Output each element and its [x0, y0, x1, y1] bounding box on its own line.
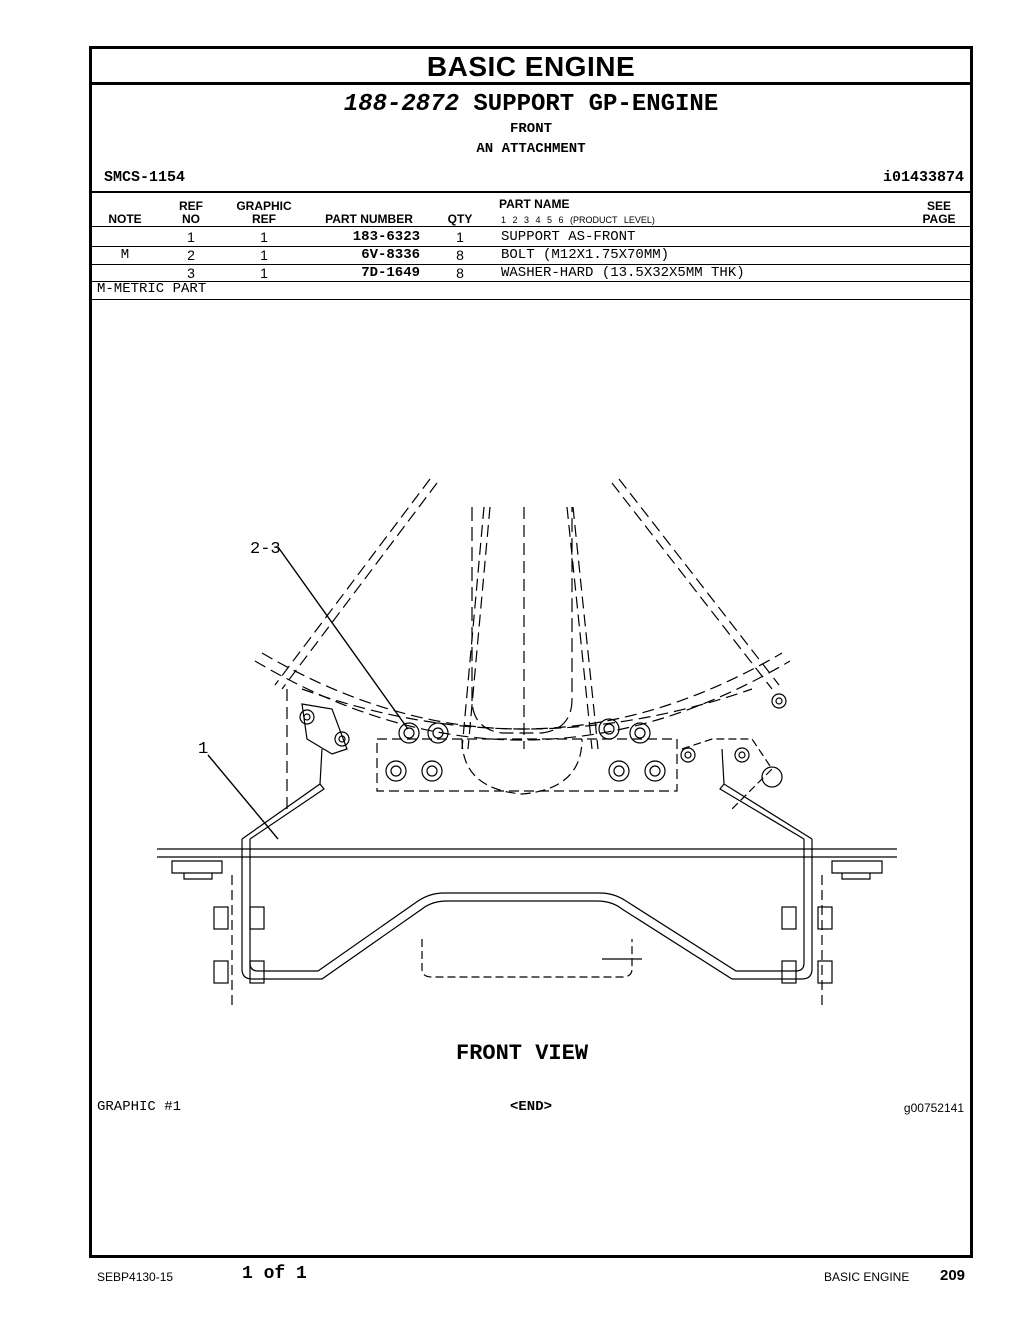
- row3-part-name: WASHER-HARD (13.5X32X5MM THK): [501, 265, 745, 281]
- col-graphic-2: REF: [252, 212, 276, 226]
- front-view-label: FRONT VIEW: [456, 1041, 589, 1066]
- callout-1: 1: [198, 740, 208, 759]
- col-see-2: PAGE: [922, 212, 956, 226]
- leader-23: [277, 546, 409, 730]
- front-view-drawing: 2-3 1 FRONT VIEW: [157, 478, 897, 1066]
- col-qty: QTY: [447, 212, 473, 226]
- callout-2-3: 2-3: [250, 540, 281, 559]
- plate-bolts: [299, 693, 787, 782]
- row1-ref: 1: [187, 229, 195, 245]
- col-graphic-1: GRAPHIC: [236, 199, 292, 213]
- col-product-levels: 1 2 3 4 5 6 (PRODUCT LEVEL): [501, 215, 655, 225]
- row3-qty: 8: [456, 265, 464, 281]
- row1-qty: 1: [456, 229, 464, 245]
- row3-part-number: 7D-1649: [361, 265, 420, 281]
- row2-ref: 2: [187, 247, 195, 263]
- col-part-number: PART NUMBER: [325, 212, 413, 226]
- col-ref-1: REF: [179, 199, 203, 213]
- row3-rule: [92, 281, 970, 282]
- col-see-1: SEE: [926, 199, 951, 213]
- leader-1: [207, 754, 279, 840]
- notes-rule: [92, 299, 970, 300]
- row1-part-name: SUPPORT AS-FRONT: [501, 229, 636, 245]
- metric-note: M-METRIC PART: [97, 281, 207, 297]
- end-marker: <END>: [509, 1099, 552, 1115]
- row2-note: M: [120, 247, 130, 263]
- row2-rule: [92, 264, 970, 265]
- col-part-name: PART NAME: [499, 197, 570, 211]
- graphic-caption: GRAPHIC #1: [97, 1099, 182, 1115]
- footer-page-of: 1 of 1: [242, 1264, 307, 1284]
- table-top-rule: [92, 191, 970, 193]
- group-number: 188-2872: [343, 91, 459, 118]
- row2-graphic: 1: [260, 247, 268, 263]
- page-frame: BASIC ENGINE 188-2872 SUPPORT GP-ENGINE …: [89, 46, 973, 1258]
- mounting-plate: [376, 738, 678, 792]
- front-support: [241, 748, 813, 980]
- col-note: NOTE: [108, 212, 142, 226]
- group-name: SUPPORT GP-ENGINE: [473, 91, 719, 118]
- footer-page-number: 209: [940, 1267, 966, 1284]
- row1-part-number: 183-6323: [352, 229, 420, 245]
- graphic-id: g00752141: [903, 1101, 964, 1115]
- section-title-bar: BASIC ENGINE: [92, 49, 970, 85]
- group-title: 188-2872 SUPPORT GP-ENGINE: [92, 91, 970, 118]
- row1-rule: [92, 246, 970, 247]
- row1-graphic: 1: [260, 229, 268, 245]
- illustration-id: i01433874: [882, 169, 964, 186]
- footer-section: BASIC ENGINE: [824, 1270, 910, 1284]
- row2-qty: 8: [456, 247, 464, 263]
- subtitle-front: FRONT: [509, 121, 552, 137]
- side-bolts: [213, 906, 833, 984]
- subtitle-attachment: AN ATTACHMENT: [476, 141, 586, 157]
- row3-graphic: 1: [260, 265, 268, 281]
- section-title: BASIC ENGINE: [426, 51, 636, 82]
- row2-part-name: BOLT (M12X1.75X70MM): [501, 247, 670, 263]
- mount-rails: [157, 848, 897, 1009]
- header-rule: [92, 226, 970, 227]
- col-ref-2: NO: [182, 212, 200, 226]
- row3-ref: 3: [187, 265, 195, 281]
- row2-part-number: 6V-8336: [361, 247, 420, 263]
- smcs-code: SMCS-1154: [104, 169, 186, 186]
- engine-outline-dashed: [254, 478, 791, 809]
- footer-doc-number: SEBP4130-15: [97, 1270, 174, 1284]
